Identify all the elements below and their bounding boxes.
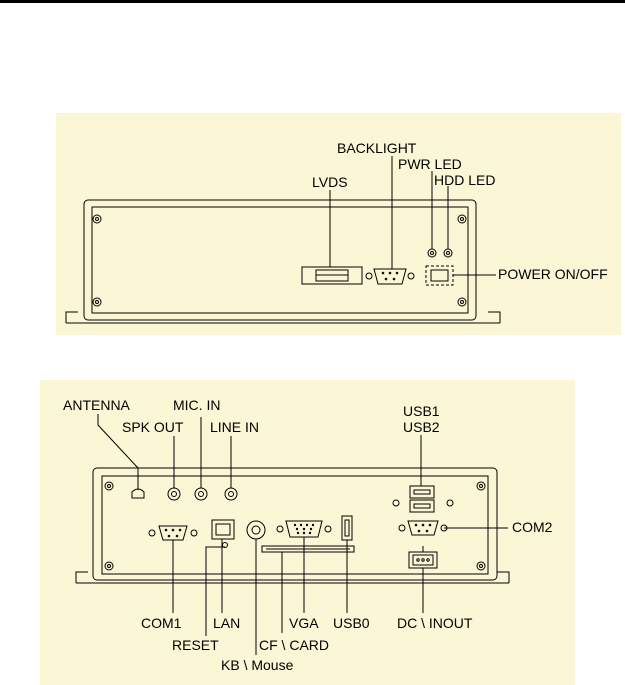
backlight-db9-connector-icon [366,269,414,284]
lan-label: LAN [213,615,240,631]
power-on-off-label: POWER ON/OFF [498,266,608,282]
com2-label: COM2 [512,519,553,535]
line-in-jack-icon [225,488,237,500]
usb2-port-icon [410,500,434,512]
usb0-label: USB0 [333,615,370,631]
usb1-label: USB1 [403,403,440,419]
lvds-connector-icon [302,267,362,284]
lan-rj45-port-icon [212,520,234,539]
cf-card-slot-icon [262,546,354,552]
reset-label: RESET [172,637,219,653]
mic-in-label: MIC. IN [173,397,220,413]
cf-card-label: CF \ CARD [259,637,329,653]
pwr-led-label: PWR LED [398,156,462,172]
dc-inout-label: DC \ INOUT [397,615,473,631]
front-chassis [66,200,500,323]
backlight-label: BACKLIGHT [337,140,417,156]
spk-out-jack-icon [168,488,180,500]
line-in-label: LINE IN [210,419,259,435]
usb0-port-icon [342,516,352,540]
antenna-label: ANTENNA [63,397,131,413]
antenna-connector-icon [132,489,144,498]
hdd-led-label: HDD LED [434,172,495,188]
com1-db9-connector-icon [149,526,197,540]
dc-inout-connector-icon [409,546,437,568]
power-switch-icon [426,266,453,285]
pwr-led-icon [428,249,436,257]
lvds-label: LVDS [312,174,348,190]
spk-out-label: SPK OUT [122,419,184,435]
com2-db9-connector-icon [399,521,447,535]
rear-labels: ANTENNA MIC. IN SPK OUT LINE IN USB1 USB… [63,397,553,673]
front-labels: BACKLIGHT PWR LED HDD LED LVDS POWER ON/… [312,140,608,282]
mic-in-jack-icon [195,488,207,500]
kb-mouse-label: KB \ Mouse [221,657,294,673]
hdd-led-icon [444,249,452,257]
vga-db15-connector-icon [277,521,331,537]
usb2-label: USB2 [403,419,440,435]
usb1-port-icon [410,486,434,498]
kb-mouse-ps2-port-icon [247,521,265,539]
usb-screw-right-icon [447,500,453,506]
com1-label: COM1 [141,615,182,631]
vga-label: VGA [289,615,319,631]
usb-screw-left-icon [393,500,399,506]
